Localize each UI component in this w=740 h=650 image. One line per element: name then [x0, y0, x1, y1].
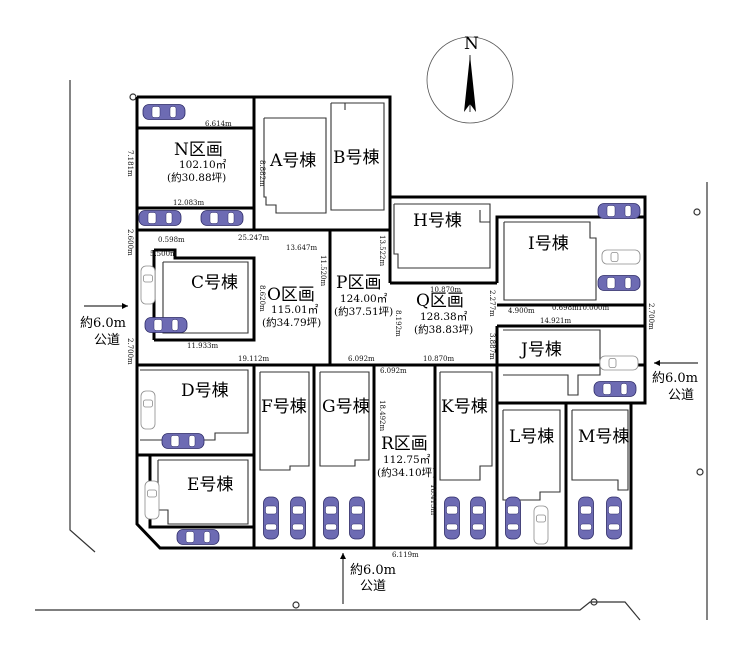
- dimension: 0.698m: [552, 304, 579, 312]
- dimension: 8.620m: [258, 285, 266, 312]
- section-N-title: N区画: [174, 140, 223, 160]
- building-A-label: A号棟: [269, 151, 316, 171]
- building-M-label: M号棟: [578, 427, 629, 447]
- section-R: R区画 112.75㎡ (約34.10坪): [377, 434, 436, 479]
- road-south-width: 約6.0m: [350, 563, 396, 578]
- section-P: P区画 124.00㎡ (約37.51坪): [334, 273, 393, 318]
- dimension: 6.092m: [348, 355, 375, 363]
- building-J-label: J号棟: [519, 340, 562, 360]
- road-label-south: 約6.0m 公道: [340, 553, 396, 604]
- building-E-label: E号棟: [187, 475, 233, 495]
- section-Q-tsubo: (約38.83坪): [414, 323, 473, 336]
- dimension: 11.520m: [319, 255, 327, 286]
- dimension: 25.247m: [238, 234, 269, 242]
- section-P-tsubo: (約37.51坪): [334, 305, 393, 318]
- section-R-area: 112.75㎡: [383, 454, 431, 466]
- north-compass: N: [426, 34, 514, 124]
- building-B-label: B号棟: [333, 148, 380, 168]
- dimension: 10.000m: [578, 304, 609, 312]
- dimension: 2.700m: [647, 303, 655, 330]
- roads: [35, 80, 708, 621]
- west-road-edge: [69, 80, 96, 553]
- north-label: N: [464, 34, 479, 54]
- road-label-west: 約6.0m 公道: [80, 303, 128, 348]
- dimension: 0.598m: [158, 236, 185, 244]
- dimension: 10.870m: [423, 355, 454, 363]
- building-L-label: L号棟: [509, 427, 554, 447]
- road-east-width: 約6.0m: [652, 371, 698, 386]
- utility-pole: [696, 468, 704, 476]
- section-R-title: R区画: [381, 434, 428, 454]
- building-D-label: D号棟: [181, 381, 229, 401]
- dimension: 7.181m: [126, 150, 134, 177]
- dimension: 13.522m: [378, 235, 386, 266]
- section-O-area: 115.01㎡: [271, 304, 319, 316]
- section-O-title: O区画: [267, 285, 315, 305]
- section-N: N区画 102.10㎡ (約30.88坪): [167, 140, 227, 184]
- section-O: O区画 115.01㎡ (約34.79坪): [262, 285, 321, 329]
- dimension: 8.882m: [258, 160, 266, 187]
- south-road-edge: [35, 601, 641, 621]
- section-R-tsubo: (約34.10坪): [377, 466, 436, 479]
- dimension: 5.500m: [150, 250, 177, 258]
- building-H-label: H号棟: [413, 211, 462, 231]
- building-G-label: G号棟: [322, 397, 370, 417]
- dimension: 4.900m: [508, 307, 535, 315]
- section-O-tsubo: (約34.79坪): [262, 316, 321, 329]
- building-F-label: F号棟: [261, 397, 307, 417]
- section-N-tsubo: (約30.88坪): [167, 171, 226, 184]
- dimension: 6.614m: [205, 120, 232, 128]
- utility-pole: [693, 208, 701, 216]
- lot-lines: [135, 95, 647, 550]
- dimension: 18.415m: [429, 484, 437, 515]
- building-C-label: C号棟: [191, 273, 238, 293]
- utility-pole: [590, 598, 598, 606]
- road-east-type: 公道: [668, 388, 694, 403]
- dimension-labels: 6.614m 7.181m 12.083m 8.882m 25.247m 13.…: [126, 120, 655, 559]
- dimension: 11.933m: [187, 342, 218, 350]
- section-Q: Q区画 128.38㎡ (約38.83坪): [414, 291, 473, 336]
- road-west-type: 公道: [94, 333, 120, 348]
- section-Q-area: 128.38㎡: [420, 311, 468, 323]
- dimension: 14.921m: [540, 317, 571, 325]
- road-label-east: 約6.0m 公道: [652, 360, 698, 403]
- dimension: 2.277m: [488, 290, 496, 317]
- utility-pole: [129, 93, 137, 101]
- road-west-width: 約6.0m: [80, 316, 126, 331]
- dimension: 13.647m: [286, 244, 317, 252]
- road-south-type: 公道: [360, 579, 386, 594]
- dimension: 10.870m: [430, 286, 461, 294]
- dimension: 19.112m: [238, 355, 269, 363]
- section-Q-title: Q区画: [416, 291, 464, 311]
- utility-pole: [292, 601, 300, 609]
- dimension: 3.887m: [488, 333, 496, 360]
- section-P-area: 124.00㎡: [340, 293, 388, 305]
- dimension: 2.700m: [126, 338, 134, 365]
- building-K-label: K号棟: [441, 397, 488, 417]
- building-I-label: I号棟: [528, 234, 569, 254]
- dimension: 12.083m: [173, 199, 204, 207]
- section-P-title: P区画: [336, 273, 381, 293]
- dimension: 2.600m: [126, 229, 134, 256]
- dimension: 6.119m: [392, 551, 419, 559]
- section-N-area: 102.10㎡: [179, 159, 227, 171]
- dimension: 8.192m: [394, 310, 402, 337]
- dimension: 18.492m: [378, 400, 386, 431]
- dimension: 6.092m: [380, 367, 407, 375]
- building-labels: A号棟 B号棟 C号棟 D号棟 E号棟 F号棟 G号棟 H号棟 I号棟 J号棟 …: [181, 148, 629, 495]
